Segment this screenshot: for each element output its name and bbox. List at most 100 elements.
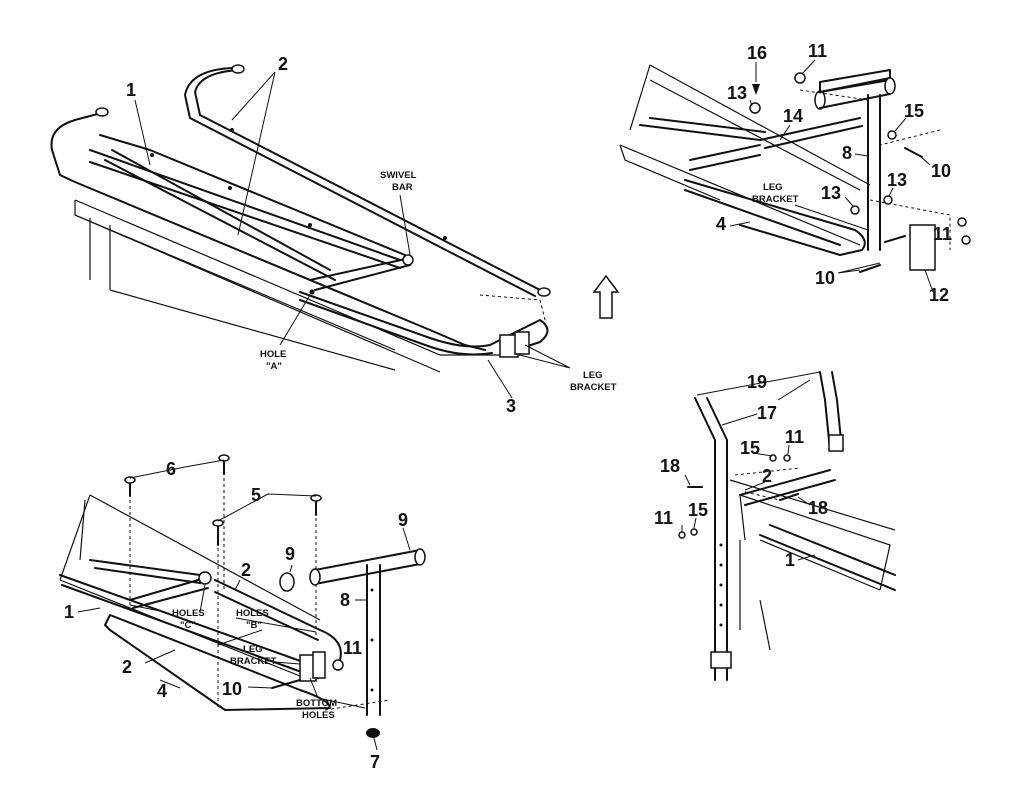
rail-bl-a <box>89 559 201 584</box>
tee-end-r <box>884 77 896 95</box>
leader-holes-c <box>129 584 206 613</box>
bolt-10 <box>904 147 923 158</box>
callout-1-bl: 1 <box>64 602 74 622</box>
callout-3: 3 <box>506 396 516 416</box>
leader-1-br <box>797 554 816 561</box>
label-leg-bracket-tr-1: LEG <box>763 182 783 193</box>
leg-foot-17 <box>710 651 732 669</box>
hole <box>719 623 723 627</box>
leader-17 <box>721 413 758 426</box>
callout-10b: 10 <box>815 268 835 288</box>
rod-3b <box>299 299 493 356</box>
leader-11 <box>801 59 816 75</box>
leg-bracket-bl-2 <box>312 651 326 679</box>
leader-12 <box>924 269 934 293</box>
leader-3 <box>487 359 513 399</box>
nut-11-bl <box>332 659 344 671</box>
front-rail-2 <box>194 69 541 291</box>
front-rail-2b <box>184 67 536 297</box>
table-top-bl <box>59 494 321 681</box>
leader-hole-a <box>279 294 311 346</box>
leg-17-left <box>694 397 728 681</box>
hole <box>370 588 374 592</box>
bolt-10-b <box>859 235 906 273</box>
joint-bl <box>198 571 212 585</box>
side-rail-left-inner <box>89 149 401 269</box>
label-holes-c-2: "C" <box>180 620 196 631</box>
dashed-tr <box>799 89 951 250</box>
leg-clip <box>828 434 844 452</box>
leader-13b <box>844 196 854 207</box>
foot-7 <box>366 728 380 738</box>
hole <box>719 543 723 547</box>
dashed-bl <box>129 478 391 711</box>
callout-13c: 13 <box>887 170 907 190</box>
callout-2: 2 <box>278 54 288 74</box>
leader-holes-b <box>217 617 317 646</box>
tee-9-bl <box>314 549 421 585</box>
label-hole-a-1: HOLE <box>260 349 286 360</box>
diagonal-rod-2 <box>111 149 331 271</box>
leader-18-r <box>797 496 811 506</box>
hole <box>228 186 232 190</box>
screw-head-5b <box>310 494 322 502</box>
bracket-12 <box>909 224 936 271</box>
leader-9 <box>402 527 411 551</box>
nut-11-br <box>783 454 791 462</box>
callout-16: 16 <box>747 43 767 63</box>
callout-4-bl: 4 <box>157 681 167 701</box>
callout-15-br-b: 15 <box>688 500 708 520</box>
screw-head-6b <box>218 454 230 462</box>
leader-2b-bl <box>144 649 176 664</box>
cap-9 <box>279 572 295 592</box>
leader-6 <box>129 459 225 479</box>
leader-leg-bracket-bl <box>274 661 301 665</box>
rail-br-2 <box>739 469 836 506</box>
rail-tr <box>639 117 766 141</box>
hole <box>719 603 723 607</box>
leader-1 <box>134 99 151 166</box>
up-arrow <box>592 274 620 319</box>
callout-8-bl: 8 <box>340 590 350 610</box>
tee-end-bl-l <box>309 568 321 586</box>
view-top-left: 1 2 3 SWIVEL BAR HOLE "A" LEG BRACKET <box>50 54 617 416</box>
callout-13: 13 <box>727 83 747 103</box>
callout-10-bl: 10 <box>222 679 242 699</box>
callout-9: 9 <box>398 510 408 530</box>
dashed-br <box>734 467 801 501</box>
part-13-washer-b <box>850 205 860 215</box>
callout-19: 19 <box>747 372 767 392</box>
leader-13c <box>888 187 894 197</box>
rail-2-bl-long <box>214 579 342 661</box>
view-bottom-left: 6 5 9 9 2 8 1 2 11 4 10 7 HOLES "C" HOLE… <box>59 454 426 772</box>
leader-9b <box>289 564 293 573</box>
callout-17: 17 <box>757 403 777 423</box>
label-holes-c-1: HOLES <box>172 608 205 619</box>
callout-6: 6 <box>166 459 176 479</box>
table-edge <box>74 214 396 371</box>
up-arrow-icon <box>592 274 620 319</box>
leader-4-bl <box>159 679 181 689</box>
view-bottom-right: 19 17 15 11 2 18 18 11 15 1 <box>654 371 896 681</box>
bolt-10-bl <box>271 679 301 689</box>
callout-2b-bl: 2 <box>122 657 132 677</box>
leader-2-bl <box>234 579 241 591</box>
rail-end-cap-2 <box>95 107 109 117</box>
part-11-nut <box>794 72 806 84</box>
table-br <box>729 479 896 651</box>
tee-9 <box>819 69 891 93</box>
label-leg-bracket-tr-2: BRACKET <box>752 194 799 205</box>
tee-9-body <box>819 77 891 109</box>
leader-bottom-holes <box>309 677 366 709</box>
label-leg-bracket-bl-2: BRACKET <box>230 656 277 667</box>
leader-18-l <box>684 474 691 486</box>
callout-9b: 9 <box>285 544 295 564</box>
callout-15: 15 <box>904 101 924 121</box>
hole <box>230 128 234 132</box>
callout-4: 4 <box>716 214 726 234</box>
label-bottom-holes-2: HOLES <box>302 710 335 721</box>
diagonal-rod <box>104 159 336 281</box>
leader-5 <box>217 493 317 522</box>
part-11-nut-b <box>957 217 967 227</box>
